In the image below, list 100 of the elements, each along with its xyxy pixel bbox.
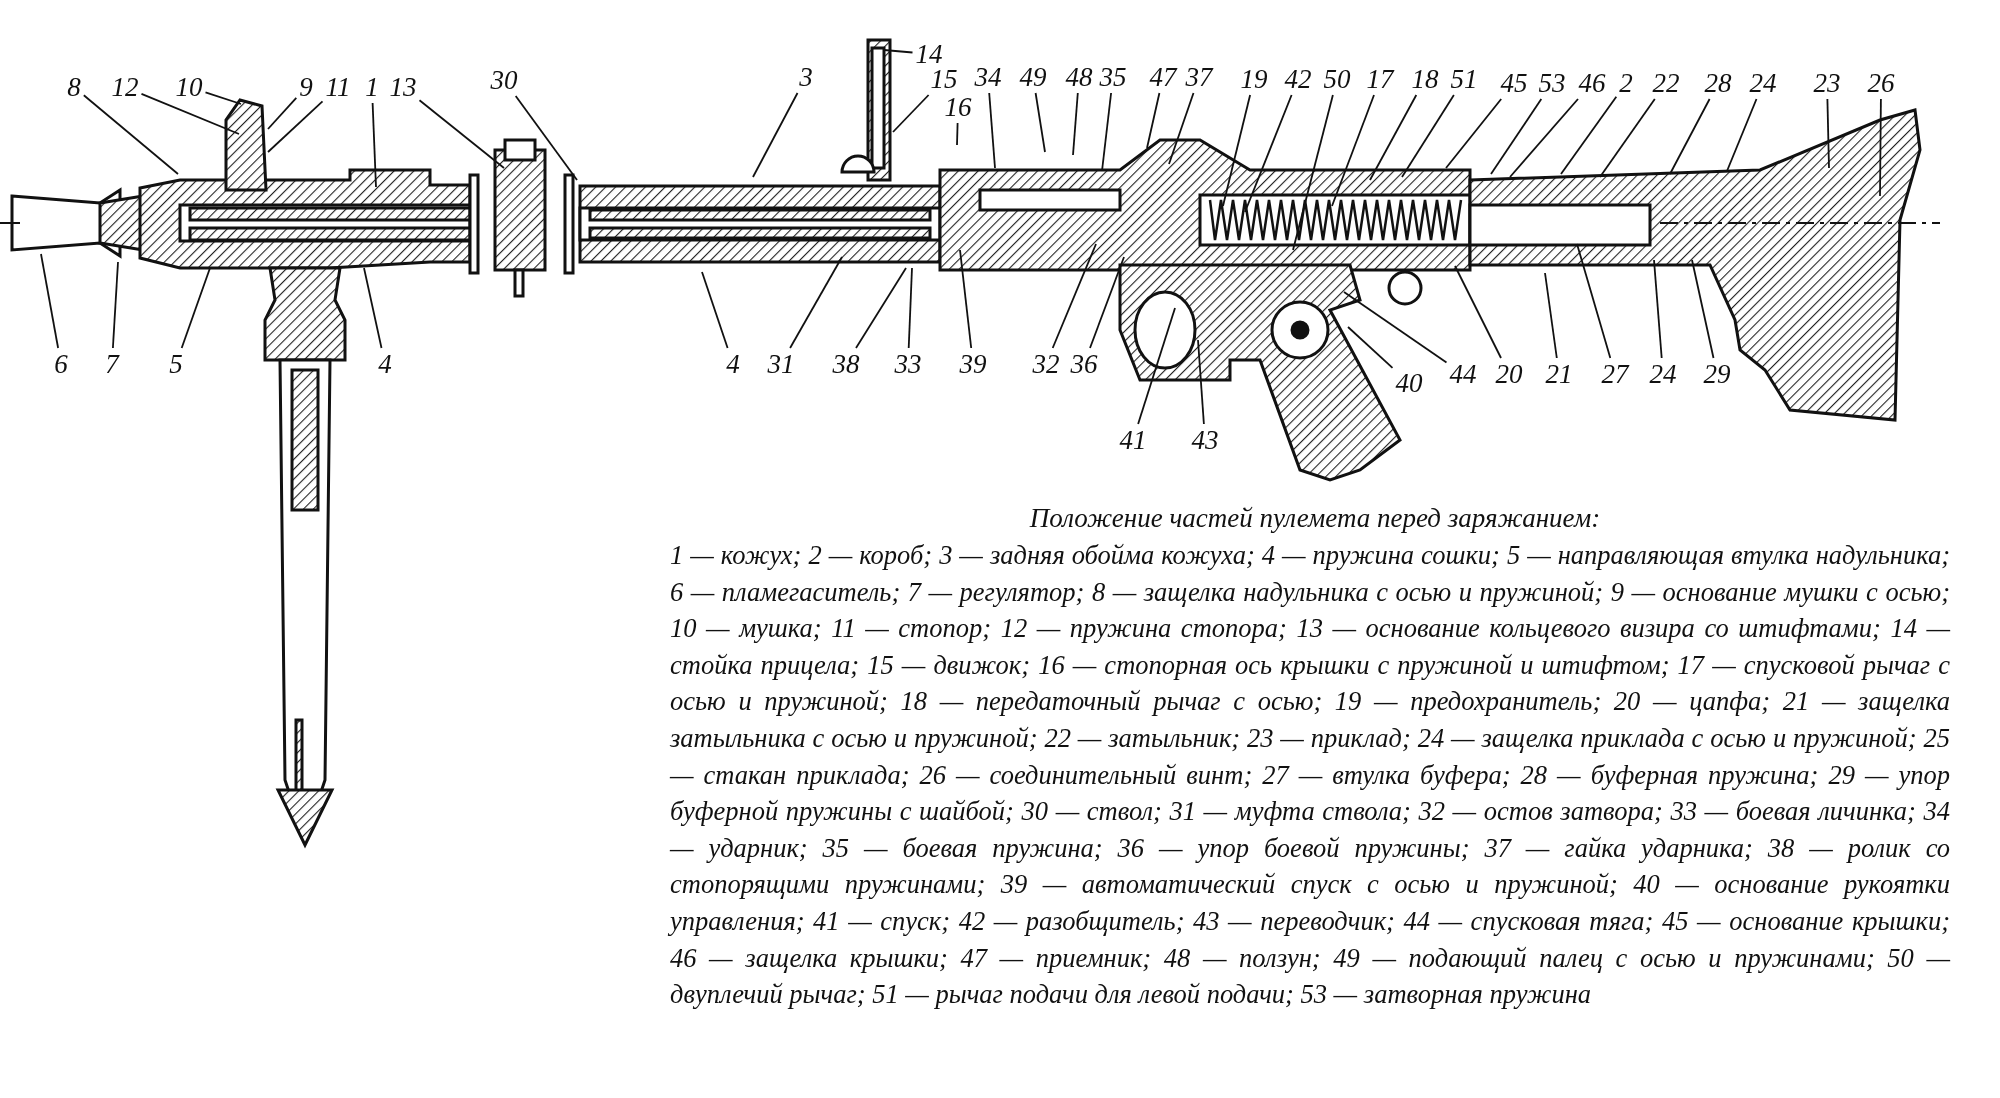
leader-line <box>1669 98 1711 175</box>
leader-line <box>1826 98 1830 169</box>
leader-line <box>267 96 298 130</box>
callout-number: 31 <box>766 349 796 379</box>
leader-line <box>1401 94 1455 178</box>
callout-number: 22 <box>1651 68 1681 98</box>
callout-number: 1 <box>364 72 380 102</box>
callout-number: 42 <box>1283 64 1313 94</box>
leader-line <box>1343 291 1448 364</box>
callout-number: 11 <box>324 72 352 102</box>
callout-number: 36 <box>1069 349 1099 379</box>
leader-line <box>1509 98 1579 178</box>
leader-line <box>1072 92 1079 156</box>
callout-number: 46 <box>1577 68 1607 98</box>
leader-line <box>701 271 729 349</box>
leader-line <box>1490 98 1543 175</box>
leader-line <box>1691 259 1715 359</box>
leader-line <box>267 100 324 153</box>
callout-number: 38 <box>831 349 861 379</box>
callout-number: 49 <box>1018 62 1048 92</box>
leader-line <box>1222 94 1251 207</box>
callout-number: 53 <box>1537 68 1567 98</box>
callout-number: 28 <box>1703 68 1733 98</box>
leader-line <box>514 95 578 181</box>
callout-number: 20 <box>1494 359 1524 389</box>
leader-line <box>1653 259 1663 359</box>
caption-heading: Положение частей пулемета перед заряжанием: <box>1028 502 1602 535</box>
callout-number: 32 <box>1031 349 1061 379</box>
callout-number: 40 <box>1394 368 1424 398</box>
callout-number: 37 <box>1184 62 1214 92</box>
leader-line <box>1244 94 1293 213</box>
leader-line <box>1576 243 1612 359</box>
leader-line <box>1544 272 1558 359</box>
callout-number: 4 <box>725 349 741 379</box>
leader-line <box>1369 94 1418 181</box>
callout-number: 24 <box>1748 68 1778 98</box>
callout-number: 47 <box>1148 62 1178 92</box>
callout-number: 4 <box>377 349 393 379</box>
callout-number: 18 <box>1410 64 1440 94</box>
callout-number: 2 <box>1618 68 1634 98</box>
leader-line <box>1101 92 1112 172</box>
callout-number: 3 <box>798 62 814 92</box>
leader-line <box>956 122 959 146</box>
leader-line <box>1089 256 1125 349</box>
callout-number: 26 <box>1866 68 1896 98</box>
leader-line <box>40 253 59 349</box>
leader-line <box>1034 92 1046 153</box>
callout-number: 39 <box>958 349 988 379</box>
callout-number: 5 <box>168 349 184 379</box>
callout-number: 41 <box>1118 425 1148 455</box>
callout-number: 17 <box>1365 64 1395 94</box>
callout-number: 45 <box>1499 68 1529 98</box>
leader-line <box>418 99 505 169</box>
callout-number: 51 <box>1449 64 1479 94</box>
leader-line <box>1051 243 1097 349</box>
callout-number: 48 <box>1064 62 1094 92</box>
leader-line <box>1454 265 1502 359</box>
leader-line <box>907 267 913 349</box>
leader-line <box>1599 98 1656 178</box>
callout-number: 50 <box>1322 64 1352 94</box>
callout-number: 13 <box>388 72 418 102</box>
callout-number: 23 <box>1812 68 1842 98</box>
caption-text: 1 — кожух; 2 — короб; 3 — задняя обойма кожуха; 4 — пружина сошки; 5 — направляющая втулка надульника; 6 — пламегаситель; 7 — регулятор; 8 — защелка надульника с осью и пружиной; 9 — основание мушки с осью; 10 — мушка; 11 — стопор; 12 — пружина стопора; 13 — основание кольцевого визира со штифтами; 14 — стойка прицела; 15 — движок; 16 — стопорная ось крышки с пружиной и штифтом; 17 — спусковой рычаг с осью и пружиной; 18 — передаточный рычаг с осью; 19 — предохранитель; 20 — цапфа; 21 — защелка затыльника с осью и пружиной; 22 — затыльник; 23 — приклад; 24 — защелка приклада с осью и пружиной; 25 — стакан приклада; 26 — соединительный винт; 27 — втулка буфера; 28 — буферная пружина; 29 — упор буферной пружины с шайбой; 30 — ствол; 31 — муфта ствола; 32 — остов затвора; 33 — боевая личинка; 34 — ударник; 35 — боевая пружина; 36 — упор боевой пружины; 37 — гайка ударника; 38 — ролик со стопорящими пружинами; 39 — автоматический спуск с осью и пружиной; 40 — основание рукоятки управления; 41 — спуск; 42 — разобщитель; 43 — переводчик; 44 — спусковая тяга; 45 — основание крышки; 46 — защелка крышки; 47 — приемник; 48 — ползун; 49 — подающий палец с осью и пружинами; 50 — двуплечий рычаг; 51 — рычаг подачи для левой подачи; 53 — затворная пружина <box>670 539 1950 1012</box>
leader-line <box>752 92 799 178</box>
callout-number: 35 <box>1098 62 1128 92</box>
leader-line <box>855 267 907 349</box>
callout-number: 9 <box>298 72 314 102</box>
leader-line <box>1197 339 1205 425</box>
callout-number: 29 <box>1702 359 1732 389</box>
callout-number: 19 <box>1239 64 1269 94</box>
leader-line <box>1331 94 1375 207</box>
callout-number: 10 <box>174 72 204 102</box>
leader-line <box>959 249 973 349</box>
leader-line <box>1168 92 1195 165</box>
leader-line <box>1137 307 1176 425</box>
callout-number: 24 <box>1648 359 1678 389</box>
callout-number: 33 <box>893 349 923 379</box>
leader-line <box>140 92 240 135</box>
leader-line <box>112 261 119 349</box>
leader-line <box>82 94 179 175</box>
callout-number: 16 <box>943 92 973 122</box>
leader-line <box>988 92 996 169</box>
leader-line <box>883 49 914 54</box>
leader-line <box>1726 98 1758 172</box>
callout-number: 21 <box>1544 359 1574 389</box>
leader-line <box>789 256 843 349</box>
leader-line <box>371 102 377 188</box>
leader-line <box>1347 326 1394 369</box>
leader-line <box>1146 92 1161 149</box>
leader-line <box>363 267 383 349</box>
leader-line <box>204 91 242 105</box>
leader-line <box>1292 94 1334 251</box>
leader-line <box>180 267 211 349</box>
callout-number: 12 <box>110 72 140 102</box>
leader-line <box>1560 95 1618 175</box>
callout-number: 44 <box>1448 359 1478 389</box>
leader-line <box>892 94 930 133</box>
callout-number: 6 <box>53 349 69 379</box>
callout-number: 27 <box>1600 359 1630 389</box>
callout-number: 34 <box>973 62 1003 92</box>
